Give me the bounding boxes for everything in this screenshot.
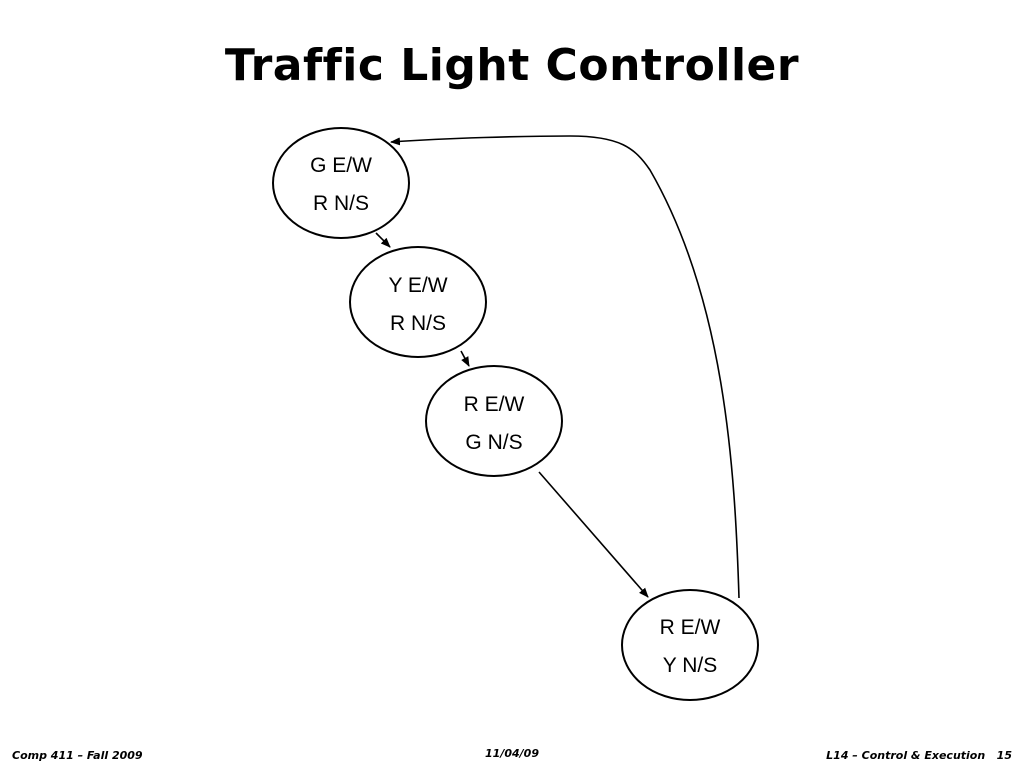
state-label-line1: R E/W [660,616,721,639]
state-ellipse [621,589,759,701]
state-label-line2: Y N/S [663,654,717,677]
footer-lecture: L14 – Control & Execution 15 [826,749,1012,762]
state-node: R E/W Y N/S [621,589,759,701]
state-ellipse [272,127,410,239]
state-label-line1: R E/W [464,393,525,416]
slide-title: Traffic Light Controller [224,40,800,91]
state-label-line2: R N/S [313,192,369,215]
transition-s2-to-s3 [460,350,470,367]
state-label-line1: G E/W [310,154,372,177]
transition-s4-to-s1 [390,135,740,599]
state-label-line1: Y E/W [388,274,447,297]
state-ellipse [425,365,563,477]
state-node: G E/W R N/S [272,127,410,239]
state-node: Y E/W R N/S [349,246,487,358]
state-label-line2: G N/S [465,431,522,454]
state-label-line2: R N/S [390,312,446,335]
footer-course: Comp 411 – Fall 2009 [12,749,143,762]
transition-s1-to-s2 [375,232,391,248]
state-node: R E/W G N/S [425,365,563,477]
transition-s3-to-s4 [538,471,649,598]
state-ellipse [349,246,487,358]
footer-date: 11/04/09 [485,747,539,760]
